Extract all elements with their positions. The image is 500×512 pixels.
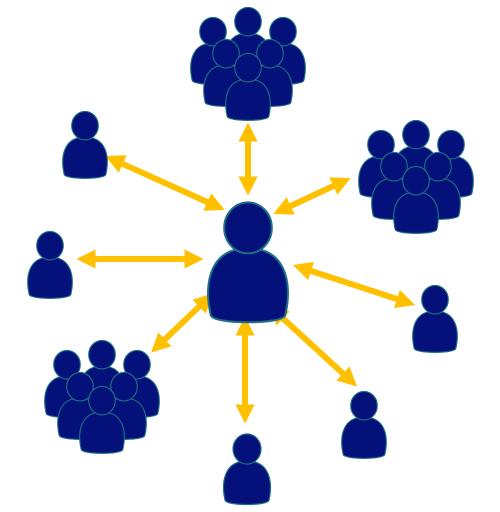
person-head xyxy=(402,119,430,150)
person-head xyxy=(212,38,240,69)
person-head xyxy=(269,16,297,47)
person-head xyxy=(36,230,64,261)
person-head xyxy=(66,371,94,402)
person-body xyxy=(207,248,289,324)
person-body xyxy=(222,461,272,506)
person-icon-left xyxy=(27,230,73,299)
person-head xyxy=(123,349,151,380)
person-head xyxy=(437,129,465,160)
nodes xyxy=(27,6,474,506)
person-head xyxy=(367,129,395,160)
group-member-icon xyxy=(225,52,271,121)
person-head xyxy=(424,151,452,182)
person-head xyxy=(88,339,116,370)
arrow-lower-right xyxy=(268,305,358,387)
arrow-upper-right xyxy=(273,177,351,215)
arrow-right xyxy=(292,261,416,309)
person-icon-upper-left xyxy=(62,110,108,179)
center-person-icon xyxy=(207,201,289,324)
person-head xyxy=(223,201,273,255)
person-head xyxy=(232,433,262,465)
group-member-icon xyxy=(79,385,125,454)
person-head xyxy=(421,284,449,315)
arrow-upper-left xyxy=(105,155,225,211)
person-head xyxy=(234,52,262,83)
group-member-icon xyxy=(393,165,439,234)
person-head xyxy=(53,349,81,380)
arrow-lower-left xyxy=(151,293,213,353)
person-head xyxy=(88,385,116,416)
person-head xyxy=(234,6,262,37)
person-icon-lower-right xyxy=(341,390,387,459)
person-body xyxy=(412,311,458,353)
group-icon-upper-right xyxy=(358,119,474,234)
person-head xyxy=(350,390,378,421)
person-body xyxy=(27,257,73,299)
person-body xyxy=(79,412,125,454)
group-icon-lower-left xyxy=(44,339,160,454)
person-head xyxy=(199,16,227,47)
person-icon-bottom xyxy=(222,433,272,506)
person-body xyxy=(225,79,271,121)
person-body xyxy=(62,137,108,179)
person-head xyxy=(256,38,284,69)
arrows xyxy=(76,122,416,424)
person-icon-right xyxy=(412,284,458,353)
person-head xyxy=(71,110,99,141)
person-body xyxy=(341,417,387,459)
person-head xyxy=(402,165,430,196)
person-head xyxy=(380,151,408,182)
person-body xyxy=(393,192,439,234)
person-head xyxy=(110,371,138,402)
group-icon-top xyxy=(190,6,306,121)
